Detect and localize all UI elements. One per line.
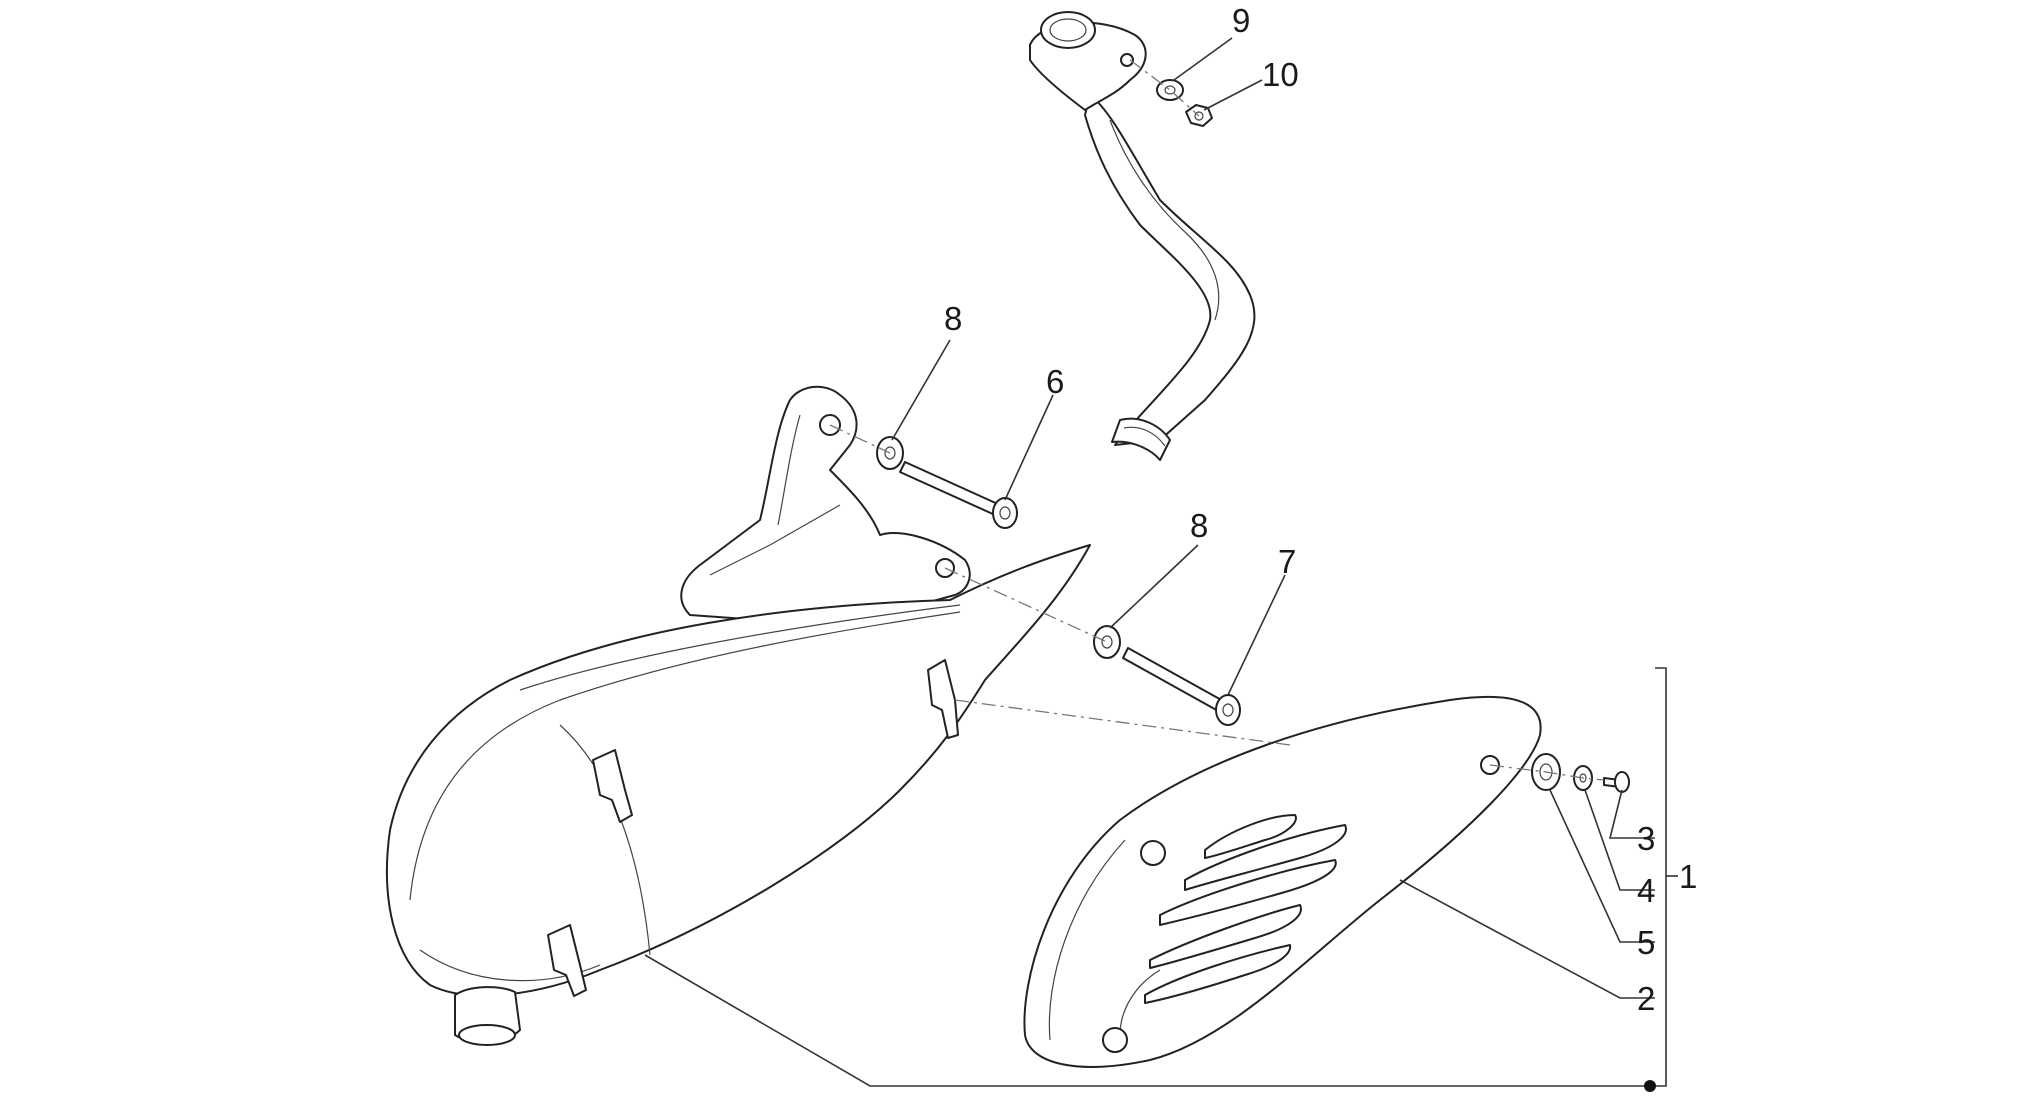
heat-shield-clip [592, 749, 633, 823]
heat-shield-clip [547, 924, 587, 997]
callout-8-upper: 8 [944, 300, 962, 337]
alignment-lines [829, 59, 1605, 781]
callout-5: 5 [1637, 924, 1655, 961]
callout-2: 2 [1637, 980, 1655, 1017]
mounting-bracket [680, 385, 971, 621]
callout-3: 3 [1637, 820, 1655, 857]
callout-9: 9 [1232, 2, 1250, 39]
bolt-lower [1122, 647, 1241, 726]
callout-8-lower: 8 [1190, 507, 1208, 544]
screw-shield [1603, 771, 1630, 793]
callout-6: 6 [1046, 363, 1064, 400]
callout-4: 4 [1637, 872, 1655, 909]
callout-labels: 1 2 3 4 5 6 7 8 8 9 10 [944, 2, 1697, 1017]
callout-1: 1 [1679, 858, 1697, 895]
exhaust-header-pipe [1084, 94, 1256, 461]
callout-10: 10 [1262, 56, 1299, 93]
washer-lower [1093, 625, 1121, 659]
callout-7: 7 [1278, 543, 1296, 580]
heat-shield-clip [927, 659, 959, 739]
header-flange [1029, 11, 1147, 111]
muffler-outlet [454, 986, 521, 1046]
bolt-upper [899, 461, 1018, 529]
muffler-body [385, 544, 1091, 1046]
leader-lines [644, 37, 1678, 1092]
heat-shield [1023, 696, 1542, 1068]
assembly-dot [1644, 1080, 1656, 1092]
